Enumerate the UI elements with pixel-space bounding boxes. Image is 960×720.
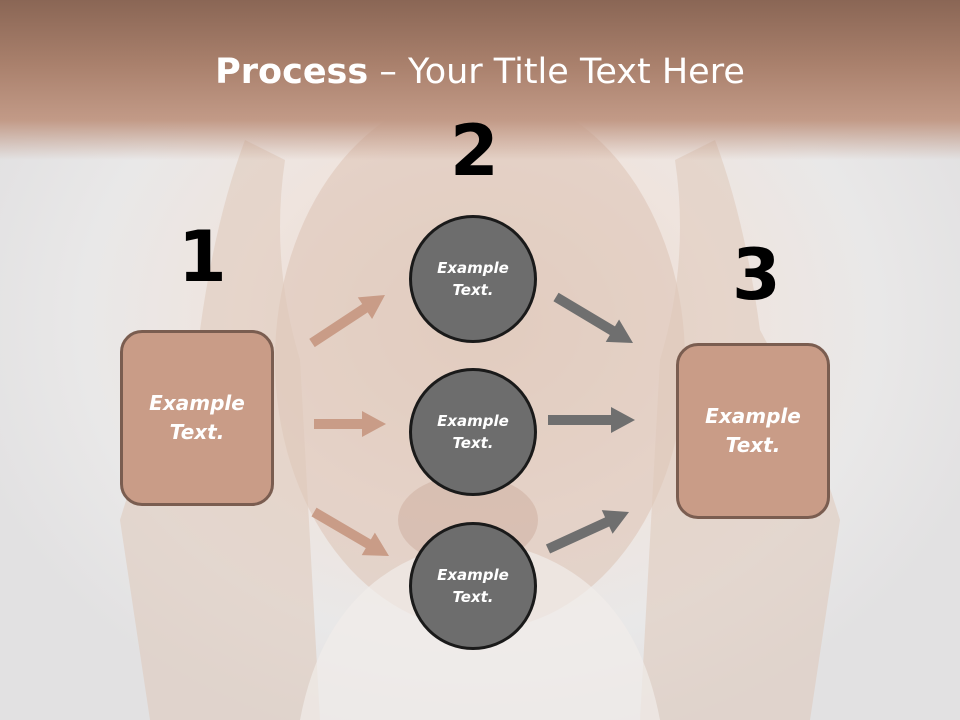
arrow-left-to-middle xyxy=(314,411,386,437)
title-band xyxy=(0,0,960,160)
circle-middle: Example Text. xyxy=(409,368,537,496)
background-head-shape xyxy=(275,90,685,630)
title-rest: – Your Title Text Here xyxy=(368,52,745,92)
slide-title: Process – Your Title Text Here xyxy=(0,52,960,92)
arrow-top-to-right xyxy=(553,292,633,343)
arrow-middle-to-right xyxy=(548,407,635,433)
right-box: Example Text. xyxy=(676,343,830,519)
arrow-left-to-top xyxy=(309,295,385,348)
arrow-left-to-bottom xyxy=(311,507,389,556)
circle-top: Example Text. xyxy=(409,215,537,343)
circle-bottom: Example Text. xyxy=(409,522,537,650)
title-bold: Process xyxy=(215,52,369,92)
left-box: Example Text. xyxy=(120,330,274,506)
arrow-bottom-to-right xyxy=(545,510,629,554)
step-number-3: 3 xyxy=(732,234,781,316)
step-number-1: 1 xyxy=(178,216,227,298)
step-number-2: 2 xyxy=(450,110,499,192)
